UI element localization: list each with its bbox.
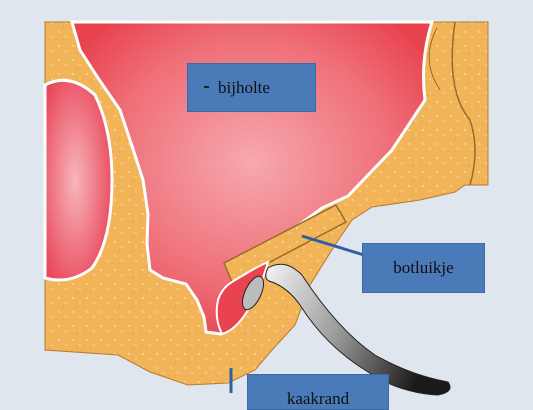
label-botluikje-text: botluikje [393,258,453,278]
label-kaakrand-text: kaakrand [287,389,349,409]
left-cavity [45,80,112,280]
label-bijholte-text: bijholte [218,78,270,98]
label-botluikje: botluikje [362,243,485,293]
label-marker [204,86,209,88]
label-kaakrand: kaakrand [247,374,389,410]
